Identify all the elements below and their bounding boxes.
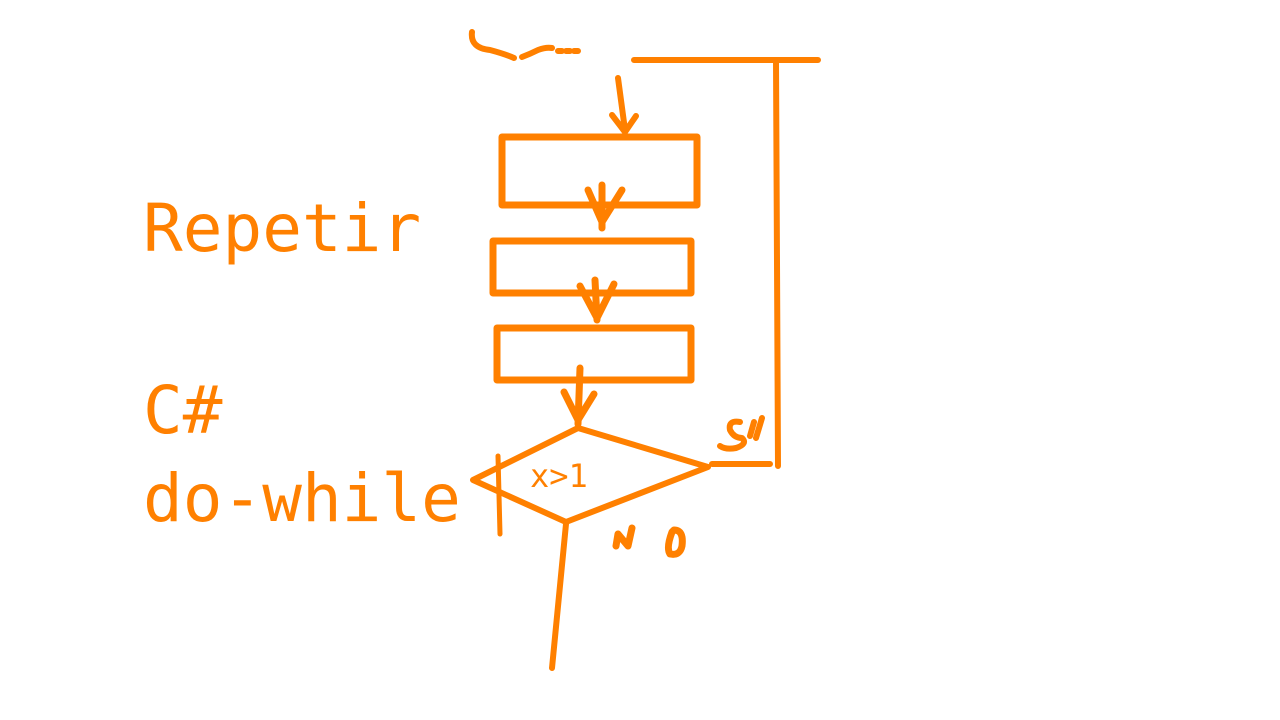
language-label: C# (143, 372, 223, 449)
yes-label-si (717, 415, 765, 452)
entry-scribble (468, 29, 581, 61)
arrow-box2-box3 (576, 276, 618, 324)
title-repetir: Repetir (143, 190, 422, 267)
keyword-label: do-while (143, 460, 461, 537)
arrow-box3-decision (560, 364, 598, 428)
decision-diamond (470, 425, 711, 525)
exit-line (549, 521, 569, 671)
diamond-side-mark (495, 453, 503, 537)
condition-text: x>1 (530, 457, 588, 495)
process-box-3 (493, 324, 695, 384)
arrow-box1-box2 (584, 181, 626, 232)
no-label-no (612, 524, 686, 558)
process-box-2 (489, 237, 695, 297)
loop-back-line (631, 57, 821, 469)
entry-arrow (609, 75, 639, 135)
